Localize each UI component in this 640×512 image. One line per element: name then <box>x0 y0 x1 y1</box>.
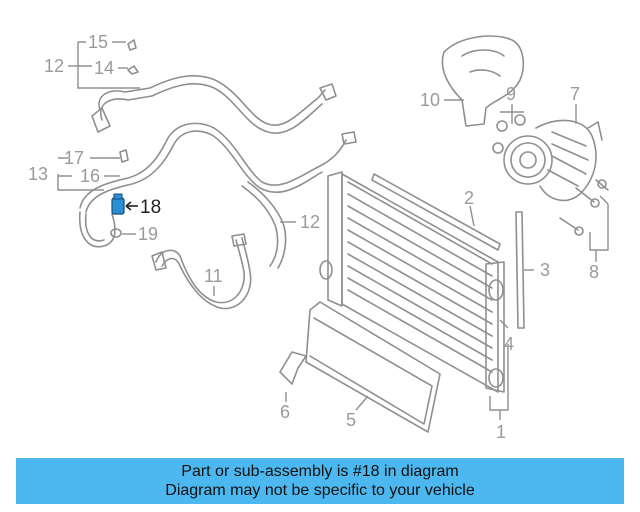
bracket-6 <box>279 351 307 385</box>
hose-assembly-lower <box>79 211 122 248</box>
callout-12-left: 12 <box>44 56 64 76</box>
compressor-7 <box>503 119 603 202</box>
bolts-8 <box>559 179 609 236</box>
condenser-1 <box>319 171 505 393</box>
callout-4: 4 <box>504 334 514 354</box>
callout-18: 18 <box>140 197 161 218</box>
bracket-10 <box>441 35 525 127</box>
callout-1: 1 <box>496 422 506 442</box>
banner-line-1: Part or sub-assembly is #18 in diagram <box>181 463 459 480</box>
hose-12 <box>241 181 287 269</box>
callout-7: 7 <box>570 84 580 104</box>
callout-6: 6 <box>280 402 290 422</box>
callout-8: 8 <box>589 262 599 282</box>
callout-12-center: 12 <box>300 212 320 232</box>
callout-13: 13 <box>28 164 48 184</box>
hose-assembly-middle <box>79 122 357 213</box>
callout-19: 19 <box>138 224 158 244</box>
seal-2 <box>371 173 501 251</box>
callout-10: 10 <box>420 90 440 110</box>
callout-9: 9 <box>506 84 516 104</box>
pressure-switch-18 <box>111 193 125 215</box>
seal-3 <box>515 211 525 329</box>
info-banner: Part or sub-assembly is #18 in diagram D… <box>16 458 624 504</box>
washers-9 <box>492 114 526 154</box>
callout-17: 17 <box>64 148 84 168</box>
callout-15: 15 <box>88 32 108 52</box>
callout-5: 5 <box>346 410 356 430</box>
callout-labels: 15 14 12 17 16 13 18 19 12 11 10 9 7 8 2… <box>28 32 599 442</box>
callout-3: 3 <box>540 260 550 280</box>
hose-11 <box>151 233 252 310</box>
callout-16: 16 <box>80 166 100 186</box>
parts-diagram: 15 14 12 17 16 13 18 19 12 11 10 9 7 8 2… <box>28 32 609 442</box>
leader-lines <box>57 41 609 420</box>
hose-assembly-upper <box>91 39 337 134</box>
banner-line-2: Diagram may not be specific to your vehi… <box>165 482 475 499</box>
callout-11: 11 <box>204 266 223 286</box>
callout-14: 14 <box>94 58 114 78</box>
air-guide-5 <box>305 301 441 433</box>
callout-2: 2 <box>464 188 474 208</box>
